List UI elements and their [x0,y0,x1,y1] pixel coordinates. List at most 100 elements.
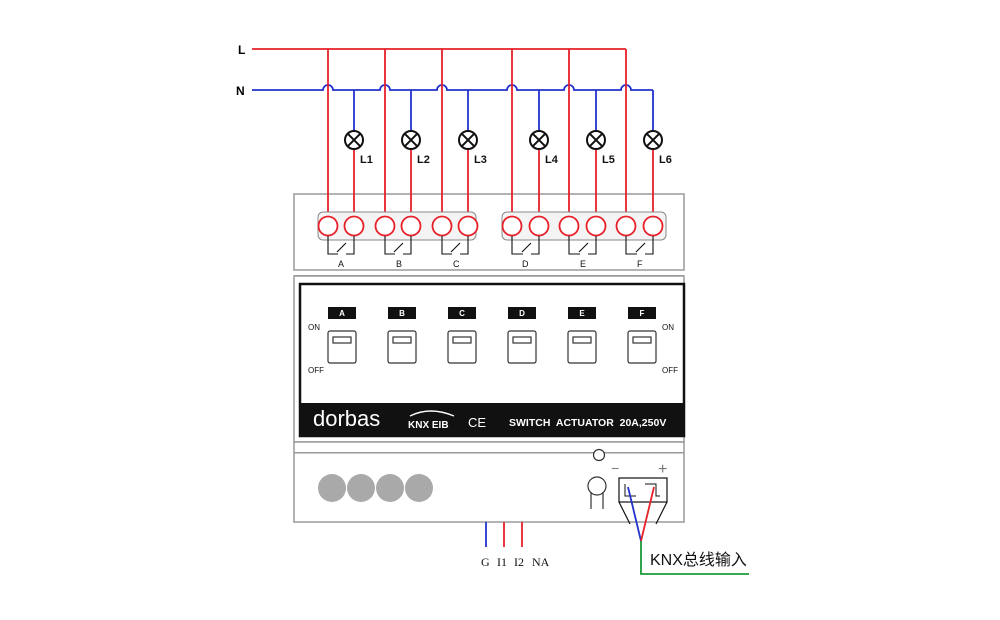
manual-switch-f[interactable] [627,330,657,364]
terminal-screw [528,215,550,237]
input-wires [485,522,523,547]
on-label-left: ON [308,323,320,332]
terminal-screw [317,215,339,237]
bus-terminal: − + [611,460,668,525]
terminal-label-c: C [453,259,460,269]
terminal-screw [374,215,396,237]
bottom-terminal-screw [318,474,346,502]
channel-tab-c [448,307,476,319]
input-terminal-labels: G I1 I2 NA [481,555,550,569]
terminal-channel-labels: A B C D E F [338,259,643,269]
lamps [344,130,663,150]
terminal-screw [343,215,365,237]
load-label-5: L5 [602,154,615,166]
terminal-label-f: F [637,259,643,269]
lamp-2-icon [401,130,421,150]
terminal-screw [558,215,580,237]
terminal-label-b: B [396,259,402,269]
bottom-terminal-screw [405,474,433,502]
manual-switch-d[interactable] [507,330,537,364]
channel-tab-a [328,307,356,319]
lamp-3-icon [458,130,478,150]
brand-logo: dorbas [313,406,380,431]
channel-tab-label-a: A [339,309,345,318]
knx-arc-icon [409,410,455,417]
bus-connector [618,477,668,503]
terminal-screw [615,215,637,237]
front-panel: A B C D E F ON OFF ON OFF dorbas KNX EIB [298,282,686,438]
terminal-label-d: D [522,259,529,269]
manual-switch-c[interactable] [447,330,477,364]
bus-wire-minus [627,486,642,542]
bus-connector-slots [624,483,660,497]
manual-switches[interactable] [327,330,657,364]
live-drops [327,49,627,216]
off-label-left: OFF [308,366,324,375]
load-label-4: L4 [545,154,559,166]
channel-tab-f [628,307,656,319]
knx-eib-text: KNX EIB [408,420,449,431]
neutral-drops [353,90,654,131]
housing-lower-band [294,452,684,454]
terminal-label-a: A [338,259,344,269]
channel-tab-labels: A B C D E F [339,309,644,318]
bus-wires [627,486,749,575]
channel-tab-label-c: C [459,309,465,318]
programming-button[interactable] [587,476,607,509]
channel-tab-label-e: E [579,309,585,318]
load-label-6: L6 [659,154,672,166]
terminal-screw [642,215,664,237]
front-panel-brand-bar [300,403,684,436]
on-off-labels: ON OFF ON OFF [308,323,678,375]
channel-tab-e [568,307,596,319]
manual-switch-e[interactable] [567,330,597,364]
relay-contact-f [625,236,654,255]
bus-minus-label: − [611,460,619,476]
bus-plus-label: + [658,461,667,478]
bottom-terminal-screw [347,474,375,502]
channel-tab-b [388,307,416,319]
bus-input-label: KNX总线输入 [650,551,747,569]
load-label-3: L3 [474,154,487,166]
manual-switch-b[interactable] [387,330,417,364]
terminal-screw [585,215,607,237]
off-label-right: OFF [662,366,678,375]
live-line-label: L [238,43,245,57]
model-text: SWITCH ACTUATOR 20A,250V [509,417,666,429]
channel-tabs [328,307,656,319]
ce-mark: CE [468,415,486,430]
relay-contact-b [384,236,412,255]
neutral-line [252,84,653,91]
terminal-screw [501,215,523,237]
relay-contact-e [568,236,597,255]
load-wires [353,149,654,216]
load-label-1: L1 [360,154,373,166]
relay-contacts [327,236,654,255]
programming-led-icon [592,448,606,462]
bottom-terminal-screw [376,474,404,502]
lamp-4-icon [529,130,549,150]
load-labels: L1 L2 L3 L4 L5 L6 [360,154,672,166]
relay-contact-c [441,236,469,255]
bottom-terminals [318,474,433,502]
load-label-2: L2 [417,154,430,166]
bus-wire-input [640,541,749,575]
terminal-screw [431,215,453,237]
terminal-block-right [501,211,667,241]
channel-tab-label-f: F [640,309,645,318]
input-label-g: G [481,555,490,569]
neutral-line-label: N [236,84,245,98]
input-label-i1: I1 [497,555,507,569]
power-lines: L N [236,43,653,98]
channel-tab-d [508,307,536,319]
terminal-screw [400,215,422,237]
manual-switch-a[interactable] [327,330,357,364]
bus-connector-foot [618,501,668,525]
channel-tab-label-d: D [519,309,525,318]
bus-wire-plus [640,486,655,542]
channel-tab-label-b: B [399,309,405,318]
terminal-label-e: E [580,259,586,269]
relay-contact-d [511,236,540,255]
input-label-i2: I2 [514,555,524,569]
